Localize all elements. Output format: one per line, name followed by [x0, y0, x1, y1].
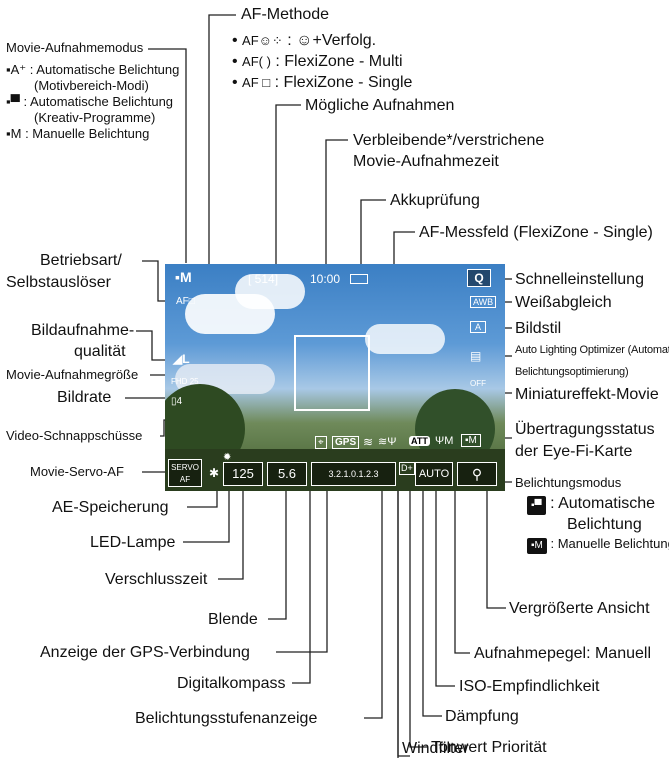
af-item-text: : FlexiZone - Multi — [275, 53, 403, 70]
battery-icon — [350, 274, 368, 284]
label-eyefi-2: der Eye-Fi-Karte — [515, 443, 633, 460]
label-miniature: Miniatureffekt-Movie — [515, 386, 659, 403]
movie-mode-item-sub: (Kreativ-Programme) — [34, 110, 156, 125]
exp-manual-icon: ▪M — [527, 538, 547, 554]
iso-value[interactable]: AUTO — [415, 462, 453, 486]
label-quick-control: Schnelleinstellung — [515, 271, 644, 288]
mic-manual-icon: ΨM — [435, 435, 454, 447]
label-compass: Digitalkompass — [177, 675, 286, 692]
label-eyefi-1: Übertragungsstatus — [515, 421, 655, 438]
eyefi-icon: ≋ — [363, 435, 374, 449]
af-multi-icon: AF( ) — [242, 54, 271, 69]
af-face-icon: AF☺⁘ — [242, 33, 283, 48]
exposure-mode-icon: ▪M — [461, 434, 481, 447]
iso-indicator-icon: D+ — [399, 462, 415, 475]
label-aperture: Blende — [208, 611, 258, 628]
label-magnify: Vergrößerte Ansicht — [509, 600, 650, 617]
compass-icon: ⌖ — [315, 436, 327, 449]
label-iso: ISO-Empfindlichkeit — [459, 678, 600, 695]
exp-auto-icon: ▪▀ — [527, 496, 546, 515]
label-af-method: AF-Methode — [241, 6, 330, 23]
gps-icon: GPS — [332, 436, 360, 449]
label-htp: Tonwert Priorität — [431, 739, 547, 756]
label-shutter: Verschlusszeit — [105, 571, 208, 588]
movie-mode-list: ▪A⁺ : Automatische Belichtung (Motivbere… — [6, 62, 179, 142]
exposure-level-scale[interactable]: 3.2.1.0.1.2.3 — [311, 462, 396, 486]
movie-size-label: FHD — [171, 377, 188, 386]
movie-mode-item-text: : Automatische Belichtung — [29, 62, 180, 77]
label-picture-style: Bildstil — [515, 320, 562, 337]
htp-icon: D+ — [401, 463, 413, 473]
label-alo-1: Auto Lighting Optimizer (Automatische — [515, 344, 669, 356]
label-rec-level: Aufnahmepegel: Manuell — [474, 645, 652, 662]
image-quality-icon: ◢L — [173, 352, 190, 366]
miniature-off-icon: OFF — [470, 379, 486, 388]
exp-auto-text: : Automatische — [550, 495, 656, 512]
label-quality-1: Bildaufnahme- — [31, 322, 135, 339]
auto-scene-icon: ▪A⁺ — [6, 62, 27, 77]
af-point-frame[interactable] — [294, 335, 370, 411]
movie-mode-item-sub: (Motivbereich-Modi) — [34, 78, 149, 93]
cloud — [235, 274, 305, 309]
label-movie-size: Movie-Aufnahmegröße — [6, 367, 139, 382]
label-battery: Akkuprüfung — [390, 192, 480, 209]
label-alo-2: Belichtungsoptimierung) — [515, 366, 629, 378]
movie-size-fps: 25 — [189, 377, 199, 386]
label-drive-1: Betriebsart/ — [40, 252, 122, 269]
shooting-mode-icon: ▪M — [175, 269, 192, 285]
auto-creative-icon: ▪▀ — [6, 94, 20, 109]
label-exposure-mode: Belichtungsmodus — [515, 475, 622, 490]
label-remaining-1: Verbleibende*/verstrichene — [353, 132, 545, 149]
label-wind: Windfilter — [402, 740, 469, 757]
movie-mode-title: Movie-Aufnahmemodus — [6, 40, 144, 55]
aperture-value[interactable]: 5.6 — [267, 462, 307, 486]
label-remaining-2: Movie-Aufnahmezeit — [353, 153, 499, 170]
label-white-balance: Weißabgleich — [515, 294, 612, 311]
exp-manual-text: : Manuelle Belichtung — [550, 536, 669, 551]
magnify-button[interactable]: ⚲ — [457, 462, 497, 486]
cloud — [365, 324, 445, 354]
movie-mode-item-text: : Automatische Belichtung — [23, 94, 174, 109]
label-quality-2: qualität — [74, 343, 126, 360]
label-exposure-level: Belichtungsstufenanzeige — [135, 710, 318, 727]
label-servo-af: Movie-Servo-AF — [30, 464, 124, 479]
wb-icon: AWB — [470, 296, 497, 308]
label-possible-shots: Mögliche Aufnahmen — [305, 97, 455, 114]
snapshot-icon: ▯4 — [171, 396, 183, 407]
servo-af-button[interactable]: SERVO AF — [168, 459, 202, 487]
movie-mode-item-text: : Manuelle Belichtung — [25, 126, 150, 141]
possible-shots-value: [ 514] — [248, 272, 279, 286]
shutter-speed-value[interactable]: 125 — [223, 462, 263, 486]
manual-icon: ▪M — [6, 126, 22, 141]
label-ae-lock: AE-Speicherung — [52, 499, 169, 516]
wind-filter-icon: ≋Ψ — [378, 436, 397, 448]
alo-icon: ▤ — [470, 349, 482, 363]
af-method-list: • AF☺⁘ : ☺+Verfolg. • AF( ) : FlexiZone … — [232, 32, 413, 91]
led-icon: ✹ — [223, 452, 232, 463]
exposure-mode-list: ▪▀ : Automatische Belichtung ▪M : Manuel… — [527, 494, 669, 554]
ae-lock-icon: ✱ — [209, 466, 220, 480]
label-led: LED-Lampe — [90, 534, 176, 551]
label-drive-2: Selbstauslöser — [6, 274, 111, 291]
quick-control-button[interactable]: Q — [467, 269, 491, 287]
label-frame-rate: Bildrate — [57, 389, 112, 406]
record-time-value: 10:00 — [310, 272, 341, 286]
label-attenuator: Dämpfung — [445, 708, 519, 725]
attenuator-icon: ATT — [409, 436, 430, 446]
exp-auto-text-2: Belichtung — [567, 516, 642, 533]
picture-style-icon: A — [470, 321, 487, 333]
label-af-frame: AF-Messfeld (FlexiZone - Single) — [419, 224, 653, 241]
af-item-text: : FlexiZone - Single — [274, 74, 413, 91]
af-item-text: : ☺+Verfolg. — [287, 32, 377, 49]
movie-size-icon: FHD 25 — [171, 377, 199, 386]
live-view-screen: ▪M [ 514] 10:00 AF□ Q AWB A ▤ OFF ◢L FHD… — [165, 264, 505, 491]
label-snapshots: Video-Schnappschüsse — [6, 428, 143, 443]
ground — [165, 449, 505, 491]
af-single-icon: AF □ — [242, 75, 271, 90]
af-method-icon: AF□ — [176, 296, 195, 307]
label-gps: Anzeige der GPS-Verbindung — [40, 644, 250, 661]
